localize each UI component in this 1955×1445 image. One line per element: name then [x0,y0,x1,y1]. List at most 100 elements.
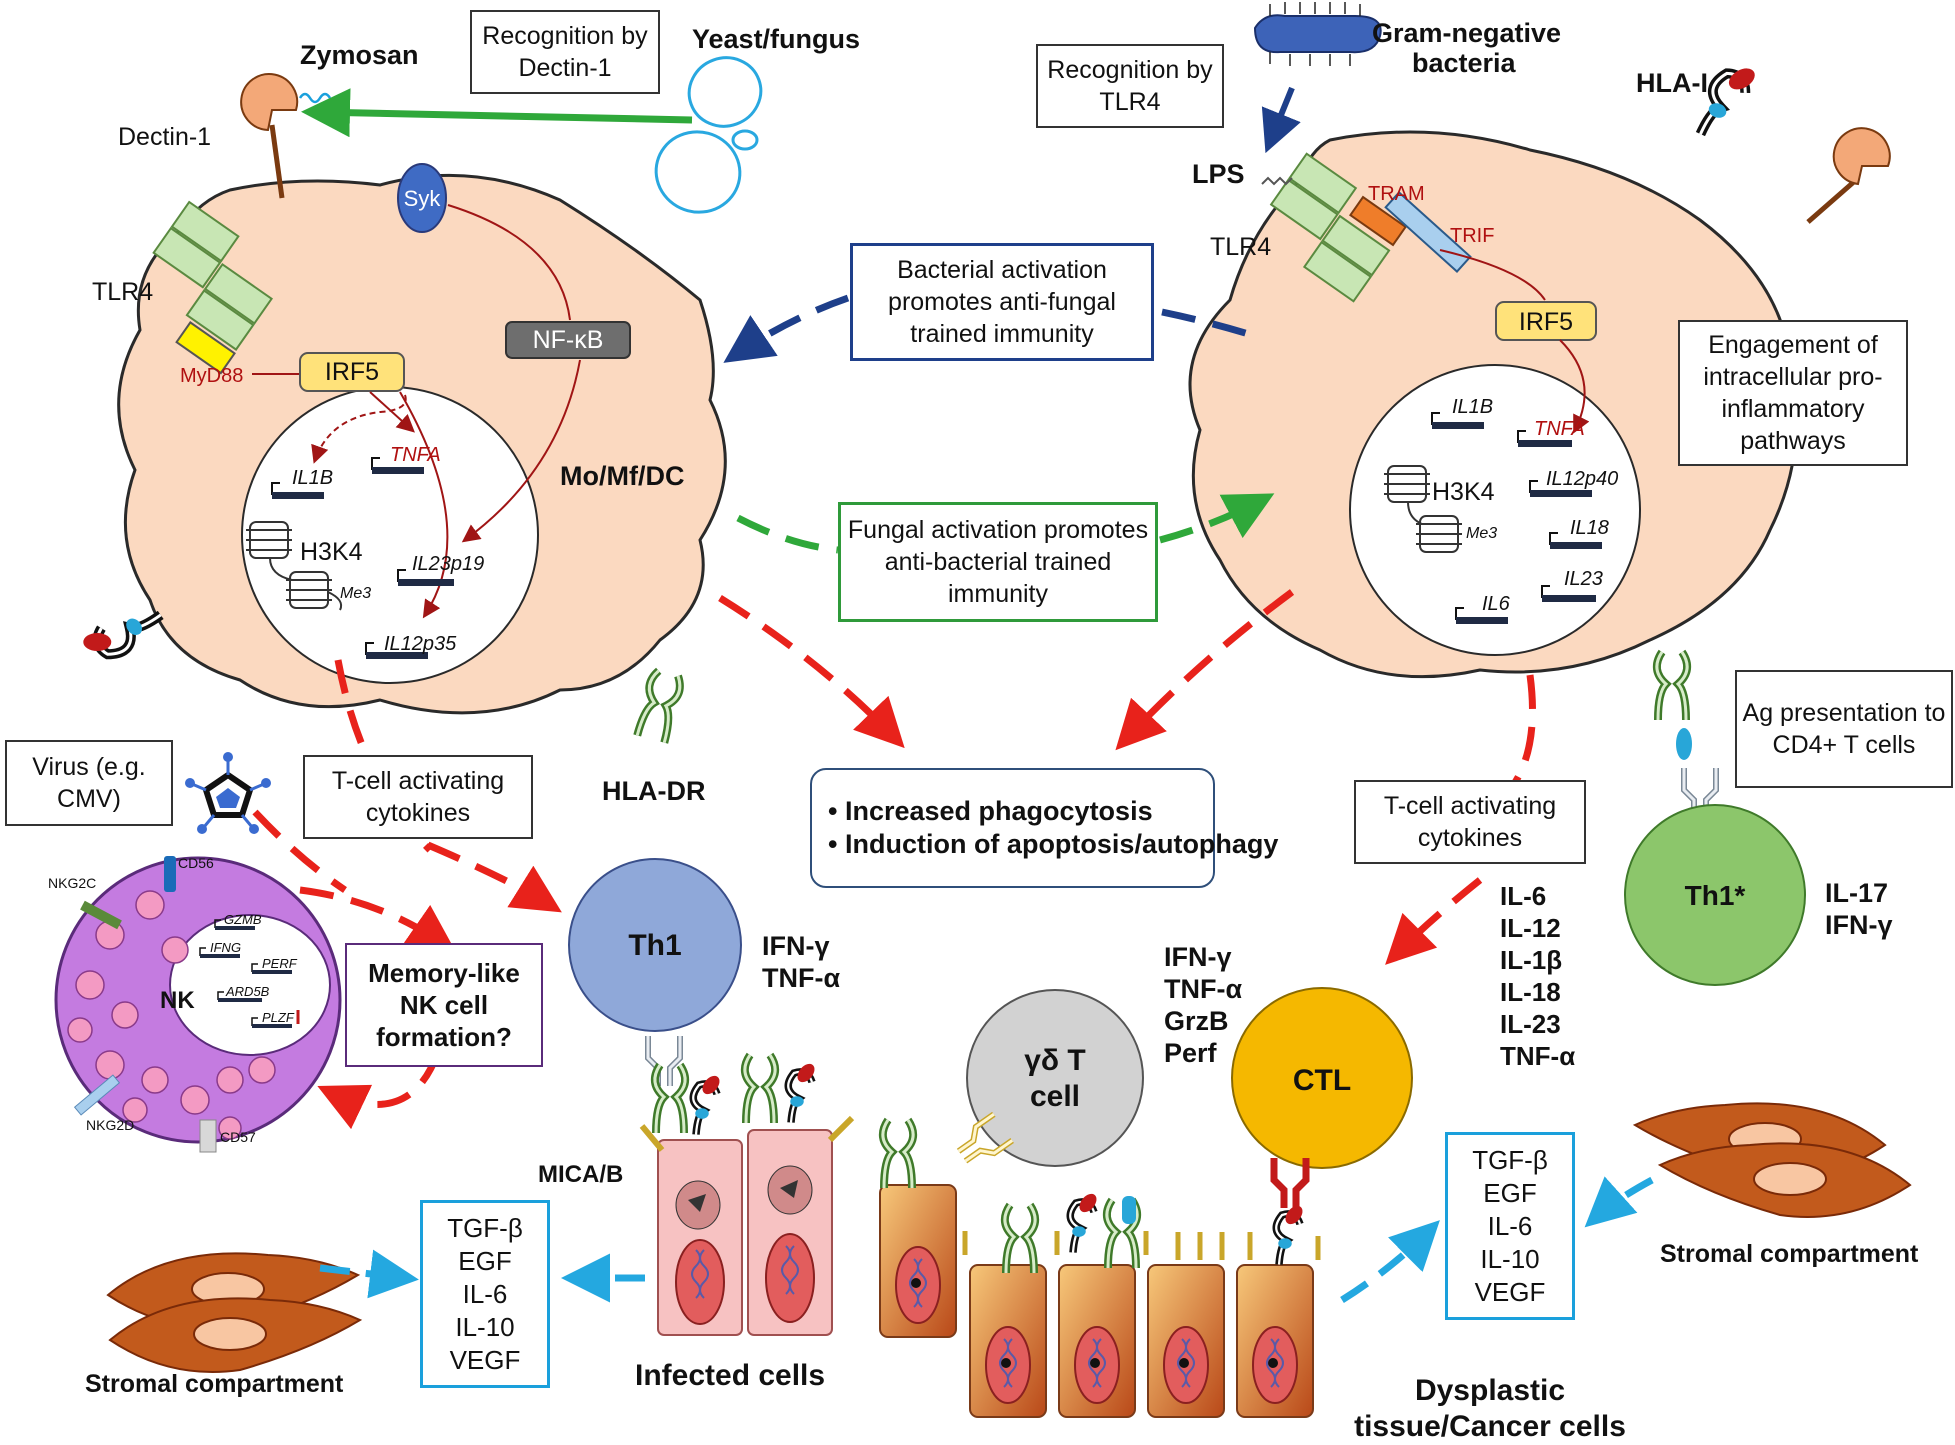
stroma-factors-left: TGF-β EGF IL-6 IL-10 VEGF [420,1200,550,1388]
h3k4-label-left: H3K4 [300,538,363,566]
tlr4-receptor-left [152,200,273,375]
trif-label: TRIF [1450,225,1494,247]
me3-label-left: Me3 [340,585,371,602]
hla-dr-icon-right [1657,652,1687,720]
tcr-ctl [1270,1158,1310,1208]
dectin-1-receptor [240,73,299,199]
syk-icon [397,163,447,233]
nk-genes: GZMB IFNG PERF ARD5B PLZF [199,912,300,1028]
yeast-icon [654,56,763,214]
nkg2d-receptor [73,1074,121,1116]
fungal-activation-box: Fungal activation promotes anti-bacteria… [838,502,1158,622]
me3-label-right: Me3 [1466,525,1497,542]
ctl-cytokine-1: IFN-γ [1164,942,1232,972]
dysplastic-cells [879,1184,1321,1418]
recognition-dectin-box: Recognition by Dectin-1 [470,10,660,94]
hla-dr-icon [636,669,683,743]
tram-label: TRAM [1368,183,1425,205]
infected-cells [639,1115,855,1336]
dashed-arrows-blue [723,294,1257,363]
svg-text:TNFA: TNFA [1534,418,1585,440]
hla-infected-2 [745,1055,775,1123]
hla1-dysplastic-1 [1070,1191,1100,1253]
nkg2c-receptor [80,900,122,930]
arrow-bacteria-to-lps [1261,86,1301,154]
svg-text:IL12p40: IL12p40 [1546,468,1618,490]
nkg2d-label: NKG2D [86,1117,134,1133]
gene-il23: IL23 [1541,568,1603,602]
hla-dysplastic-2 [1005,1205,1035,1273]
engagement-box: Engagement of intracellular pro-inflamma… [1678,320,1908,466]
dectin-receptor-right [1806,127,1891,224]
dashed-arrows-cyan [319,1176,1654,1303]
zymosan-label: Zymosan [300,40,419,70]
gene-il12p35: IL12p35 [365,633,457,659]
stroma-left-label: Stromal compartment [85,1370,344,1398]
svg-text:γδ T: γδ T [1024,1044,1086,1077]
cd56-receptor [164,856,176,892]
bacterial-activation-box: Bacterial activation promotes anti-funga… [850,243,1154,361]
ctl-cell: CTL [1231,987,1413,1169]
ctl-cytokine-3: GrzB [1164,1006,1229,1036]
cd57-label: CD57 [220,1129,256,1145]
virus-label-box: Virus (e.g. CMV) [5,740,173,826]
syk-label: Syk [404,186,442,211]
hla1-infected-1 [693,1073,723,1135]
antigen-icon [1122,1196,1136,1224]
svg-text:cell: cell [1030,1080,1080,1113]
svg-text:GZMB: GZMB [224,912,262,927]
tlr4-receptor-right [1269,152,1472,303]
gene-il23p19: IL23p19 [397,553,484,586]
recognition-tlr4-box: Recognition by TLR4 [1036,44,1224,128]
svg-text:IL12p35: IL12p35 [384,633,457,655]
irf5-box-left [299,352,405,392]
gene-il1b-right: IL1B [1431,396,1493,429]
svg-text:IL23p19: IL23p19 [412,553,484,575]
svg-text:CTL: CTL [1293,1064,1351,1097]
hla-i-label: HLA-I [1636,68,1708,98]
th1star-cytokine-1: IL-17 [1825,878,1888,908]
nfkb-box [505,321,631,359]
gene-il12p40: IL12p40 [1529,468,1618,497]
nkg2c-label: NKG2C [48,875,96,891]
gene-il18: IL18 [1549,517,1609,549]
mica-label: MICA/B [538,1161,623,1188]
nfkb-label: NF-κB [533,326,604,354]
bacteria-label-2: bacteria [1412,48,1517,78]
svg-text:Th1: Th1 [628,929,681,962]
th1-cytokine-1: IFN-γ [762,931,830,961]
stromal-cell-right-2 [1659,1142,1911,1218]
svg-text:IL18: IL18 [1570,517,1609,539]
gdt-cell: γδ T cell [966,989,1144,1167]
stroma-right-label: Stromal compartment [1660,1240,1919,1268]
outcome-item-1: • Increased phagocytosis [828,796,1153,826]
svg-text:TNFA: TNFA [390,444,441,466]
outcome-item-2: • Induction of apoptosis/autophagy [828,829,1279,859]
gene-tnfa-right: TNFA [1517,418,1585,447]
stroma-factors-right: TGF-β EGF IL-6 IL-10 VEGF [1445,1132,1575,1320]
svg-text:ARD5B: ARD5B [225,984,270,999]
cd56-label: CD56 [178,855,214,871]
virus-icon [185,752,271,834]
left-cell-label: Mo/Mf/DC [560,461,684,491]
yeast-label: Yeast/fungus [692,24,860,54]
irf5-box-right [1495,301,1597,341]
hla1-dysplastic-2 [1276,1203,1306,1265]
lps-icon [1261,176,1293,186]
bacteria-icon [1253,2,1382,66]
tlr4-label-right: TLR4 [1210,233,1271,261]
cd57-receptor [199,1119,217,1153]
zymosan-icon [298,92,332,104]
ctl-cytokine-2: TNF-α [1164,974,1242,1004]
outcomes-box: • Increased phagocytosis • Induction of … [810,768,1278,888]
th1-cell: Th1 [568,858,742,1032]
tcr-gdt [956,1111,1014,1164]
svg-text:IFNG: IFNG [210,940,241,955]
nk-cell: NK [54,856,342,1144]
h3k4-label-right: H3K4 [1432,478,1495,506]
histone-icon-right [1384,465,1462,553]
tcell-cytokines-box-right: T-cell activating cytokines [1354,780,1586,864]
gene-il1b-left: IL1B [271,467,333,499]
svg-text:IL6: IL6 [1482,593,1511,615]
